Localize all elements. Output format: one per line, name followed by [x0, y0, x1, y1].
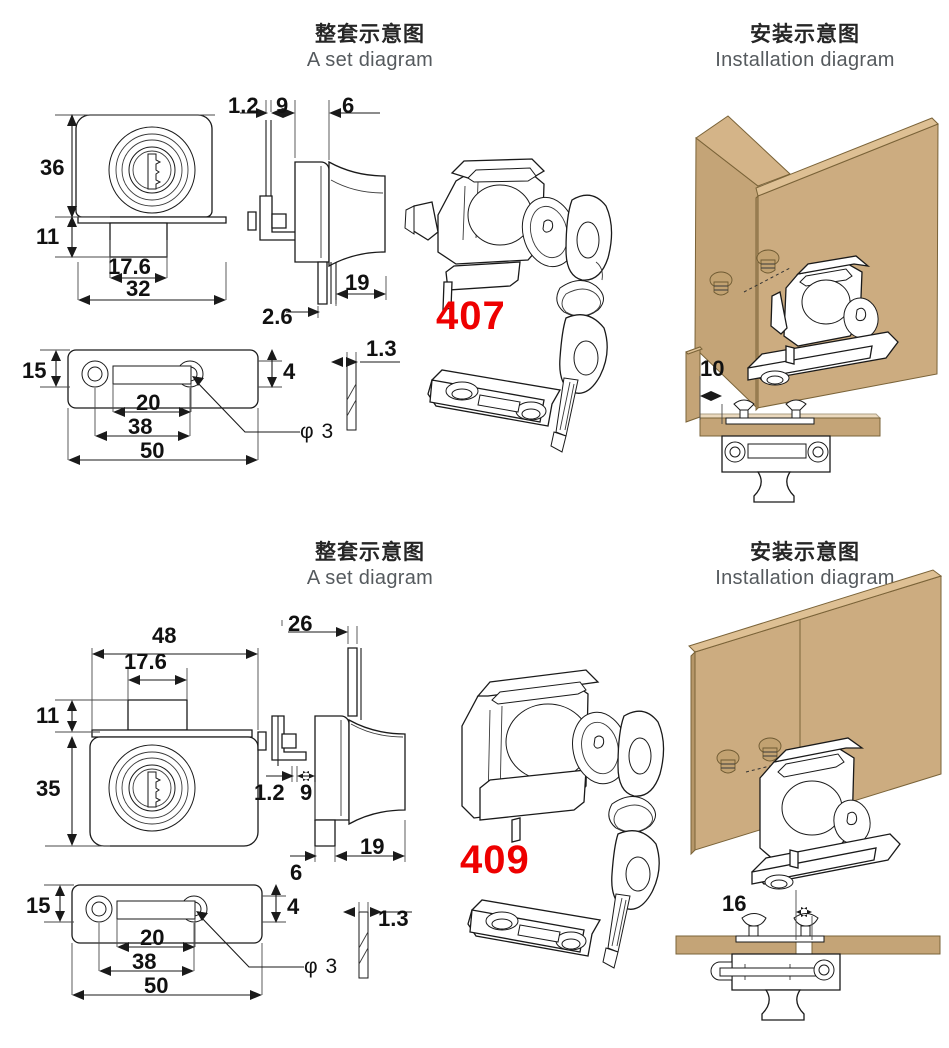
heading-installation-diagram-cn: 安装示意图	[750, 540, 860, 564]
dim-install-10: 10	[700, 356, 725, 381]
screw-icon	[716, 749, 740, 774]
dim-plate-38: 38	[132, 949, 157, 974]
dim-side-6: 6	[342, 93, 355, 118]
heading-set-diagram-en: A set diagram	[306, 566, 434, 589]
dim-side-1-2: 1.2	[228, 93, 259, 118]
model-number-409: 409	[460, 838, 530, 882]
model-number-407: 407	[436, 294, 506, 338]
strike-plate-view-409	[44, 884, 304, 1000]
assembly-3d-407	[404, 158, 613, 453]
heading-installation-diagram-en: Installation diagram	[715, 48, 895, 71]
dim-plate-15: 15	[26, 893, 51, 918]
dim-side-9: 9	[300, 780, 313, 805]
dim-side-26: 26	[288, 611, 313, 636]
drawings-407	[40, 100, 939, 503]
heading-set-diagram-cn: 整套示意图	[315, 540, 425, 564]
screw-icon	[709, 271, 733, 296]
strike-plate-edge-view-407	[331, 352, 400, 431]
dim-front-17-6: 17.6	[124, 649, 167, 674]
dim-plate-50: 50	[144, 973, 169, 998]
dim-plate-38: 38	[128, 414, 153, 439]
lock-front-view-409	[45, 648, 259, 847]
strike-plate-view-407	[40, 349, 300, 465]
product-section-407: 整套示意图 A set diagram 安装示意图 Installation d…	[0, 0, 949, 520]
dim-front-11: 11	[36, 703, 60, 728]
heading-set-diagram-en: A set diagram	[306, 48, 434, 71]
dim-plate-4: 4	[287, 894, 300, 919]
screw-icon	[758, 737, 782, 762]
dim-front-17-6: 17.6	[108, 254, 151, 279]
screw-icon	[785, 399, 807, 421]
installation-view-409	[675, 569, 943, 1021]
dim-plate-20: 20	[140, 925, 165, 950]
dim-plate-4: 4	[283, 359, 296, 384]
dim-side-2-6: 2.6	[262, 304, 293, 329]
dim-side-19: 19	[345, 270, 370, 295]
lock-side-view-407	[240, 100, 387, 318]
strike-plate-edge-view-409	[343, 902, 412, 979]
dim-plate-phi3: φ 3	[304, 955, 339, 978]
dim-front-32: 32	[126, 276, 151, 301]
dim-edge-1-3: 1.3	[366, 336, 397, 361]
installation-view-407	[685, 115, 939, 503]
screw-icon	[756, 249, 780, 274]
dim-side-9: 9	[276, 93, 289, 118]
dim-front-11: 11	[36, 224, 60, 249]
screw-icon	[793, 913, 819, 937]
heading-set-diagram-cn: 整套示意图	[315, 22, 425, 46]
lock-side-view-409	[257, 620, 406, 862]
dim-front-35: 35	[36, 776, 61, 801]
drawings-409	[44, 569, 943, 1021]
product-section-409: 整套示意图 A set diagram 安装示意图 Installation d…	[0, 520, 949, 1048]
dim-plate-50: 50	[140, 438, 165, 463]
heading-installation-diagram-cn: 安装示意图	[750, 22, 860, 46]
dim-plate-20: 20	[136, 390, 161, 415]
dim-install-16: 16	[722, 891, 747, 916]
dim-side-19: 19	[360, 834, 385, 859]
heading-installation-diagram: 安装示意图 Installation diagram	[670, 22, 940, 72]
dim-edge-1-3: 1.3	[378, 906, 409, 931]
dim-side-6: 6	[290, 860, 303, 885]
heading-set-diagram: 整套示意图 A set diagram	[250, 22, 490, 72]
heading-installation-diagram: 安装示意图 Installation diagram	[670, 540, 940, 590]
dim-side-1-2: 1.2	[254, 780, 285, 805]
dim-front-36: 36	[40, 155, 65, 180]
screw-icon	[741, 913, 767, 937]
heading-installation-diagram-en: Installation diagram	[715, 566, 895, 589]
dim-plate-phi3: φ 3	[300, 420, 335, 443]
heading-set-diagram: 整套示意图 A set diagram	[250, 540, 490, 590]
dim-plate-15: 15	[22, 358, 47, 383]
dim-front-48: 48	[152, 623, 177, 648]
assembly-3d-409	[461, 669, 665, 969]
lock-front-view-407	[55, 114, 227, 305]
